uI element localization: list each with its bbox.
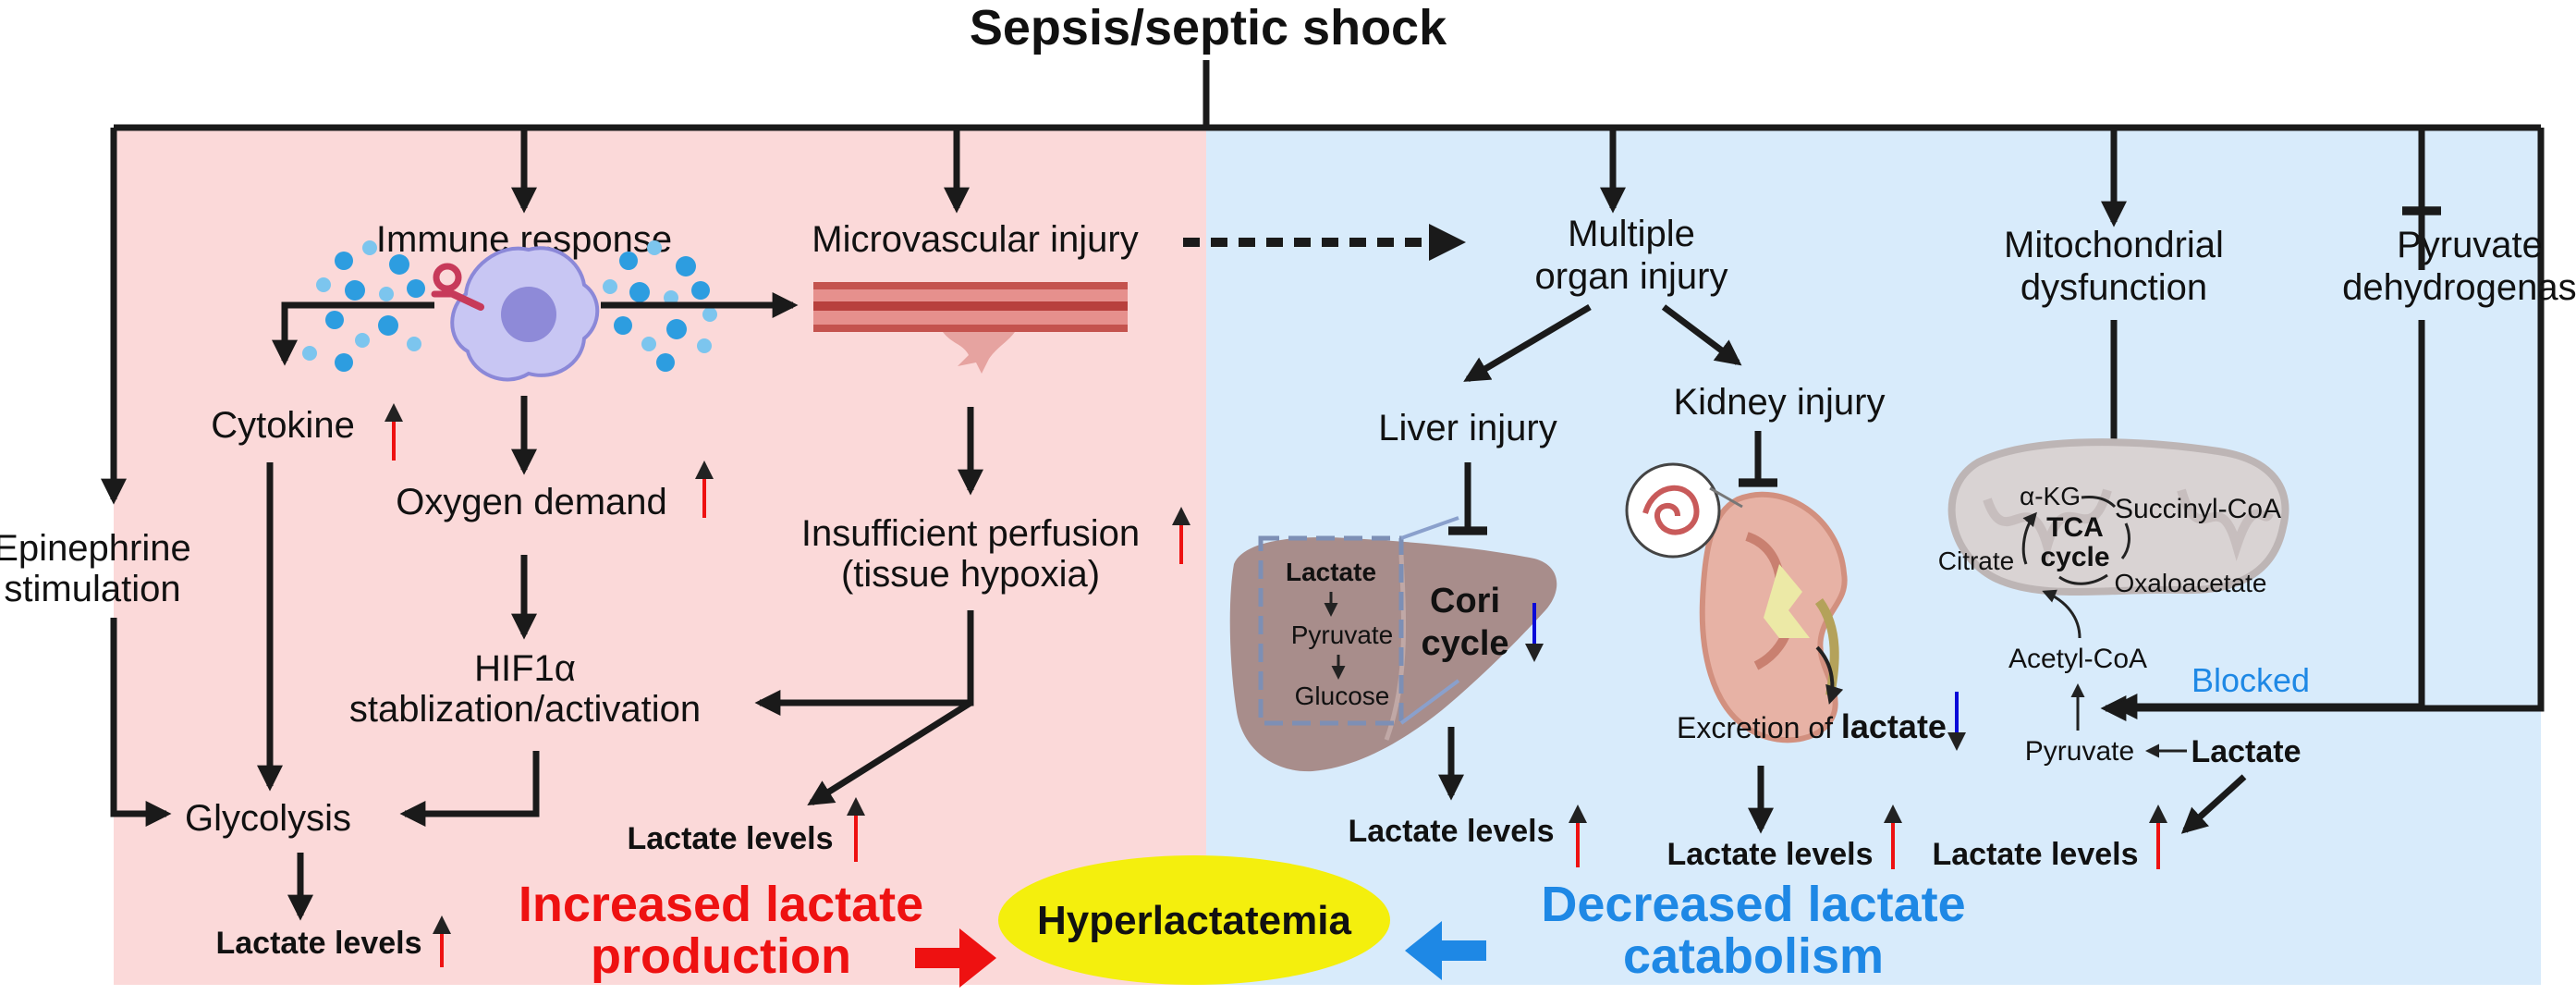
organ-to-liver-arrow	[1463, 303, 1592, 383]
tca-acetyl: Acetyl-CoA	[2008, 644, 2147, 674]
insufficient-perfusion-label: Insufficient perfusion(tissue hypoxia)	[801, 513, 1140, 595]
liver-zoom-lines	[1399, 516, 1460, 725]
tca-succinyl: Succinyl-CoA	[2115, 494, 2281, 524]
glycolysis-label: Glycolysis	[185, 798, 351, 839]
oxygen-demand-label: Oxygen demand	[396, 482, 667, 522]
lactate-to-levels-arrow	[2180, 774, 2247, 834]
pdh-to-blocked-arrow	[2111, 320, 2425, 719]
title: Sepsis/septic shock	[970, 0, 1447, 55]
blood-vessel-icon	[813, 282, 1128, 374]
hyperlactatemia-ellipse	[998, 855, 1390, 985]
production-arrow	[915, 928, 996, 988]
epinephrine-to-glycolysis-arrow	[110, 618, 172, 827]
immune-cell-icon	[431, 246, 600, 382]
tca-citrate: Citrate	[1938, 547, 2014, 575]
excretion-label: Excretion of lactate	[1677, 707, 1947, 745]
lactate-levels-4: Lactate levels	[1666, 837, 1873, 872]
tca-akg: α-KG	[2020, 482, 2081, 510]
hyperlactatemia-label: Hyperlactatemia	[1037, 898, 1351, 943]
liver-lactate-label: Lactate	[1286, 558, 1376, 586]
microvascular-injury-label: Microvascular injury	[812, 219, 1138, 260]
top-bracket-line	[110, 60, 2545, 708]
tca-cycle-arrows	[2021, 496, 2130, 585]
liver-pathway-box	[1258, 535, 1404, 726]
tca-oxaloacetate: Oxaloacetate	[2115, 569, 2267, 597]
production-panel	[114, 129, 1206, 985]
cytokine-label: Cytokine	[211, 405, 355, 446]
blocked-label: Blocked	[2191, 661, 2310, 699]
kidney-excretion-arrow	[1815, 645, 1844, 705]
lactate-levels-3: Lactate levels	[1348, 814, 1554, 849]
liver-pyruvate-label: Pyruvate	[1291, 620, 1394, 649]
cytokine-dots-icon	[302, 240, 717, 372]
kidney-injury-label: Kidney injury	[1673, 382, 1885, 423]
liver-injury-label: Liver injury	[1378, 408, 1557, 448]
lactate-levels-2: Lactate levels	[627, 821, 833, 856]
liver-glucose-label: Glucose	[1295, 682, 1390, 710]
organ-to-kidney-arrow	[1661, 304, 1742, 366]
kidney-icon	[1625, 462, 1848, 743]
tca-pyruvate: Pyruvate	[2025, 736, 2134, 767]
immune-to-cytokine-arrow	[272, 301, 434, 366]
acetyl-to-citrate-arrow	[2042, 589, 2082, 639]
hif-to-glycolysis-arrow	[399, 751, 540, 827]
catabolism-arrow	[1405, 921, 1486, 980]
lactate-levels-5: Lactate levels	[1932, 837, 2138, 872]
tca-lactate: Lactate	[2191, 734, 2301, 769]
perfusion-to-lactate-arrow	[807, 700, 972, 805]
mitochondrion-icon	[1947, 438, 2289, 596]
lactate-levels-1: Lactate levels	[215, 926, 421, 961]
